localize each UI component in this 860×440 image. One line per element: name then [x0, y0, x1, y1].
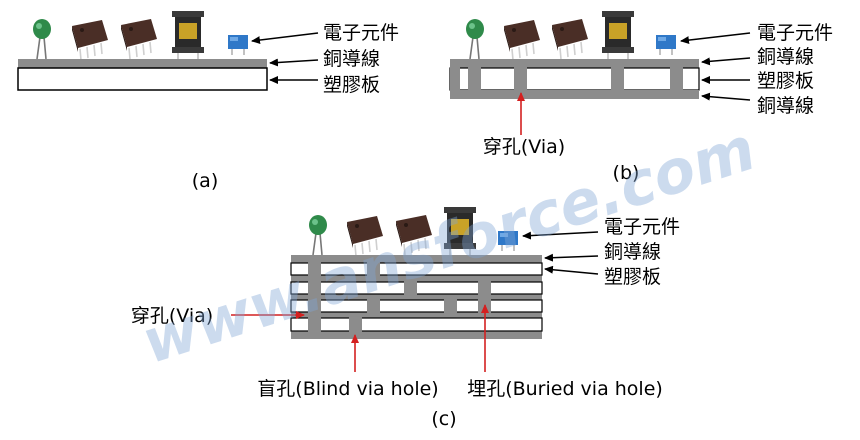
arrow — [544, 253, 599, 262]
label-via: 穿孔(Via) — [131, 305, 213, 327]
copper-trace-bottom — [450, 90, 699, 99]
copper-layer — [291, 294, 542, 300]
plastic-board — [290, 262, 543, 276]
capacitor-icon — [227, 34, 249, 56]
buried-via — [444, 299, 457, 313]
copper-layer — [291, 312, 542, 318]
ic-chip-icon — [503, 19, 541, 61]
copper-trace-layer — [18, 59, 267, 68]
arrow — [522, 231, 599, 240]
label-buried-via: 埋孔(Buried via hole) — [467, 378, 663, 400]
via-plug — [450, 67, 460, 91]
panel-b: 電子元件 銅導線 塑膠板 銅導線 穿孔(Via) (b) — [449, 10, 833, 184]
label-component: 電子元件 — [757, 22, 833, 44]
components-b — [465, 10, 677, 62]
label-plastic: 塑膠板 — [604, 266, 661, 288]
arrow — [251, 32, 319, 45]
transformer-icon — [171, 10, 205, 62]
vias-c — [308, 262, 491, 332]
varistor-icon — [465, 18, 485, 60]
components-a — [32, 10, 249, 62]
ic-chip-icon — [71, 19, 109, 61]
via-plug — [468, 67, 481, 91]
plastic-board — [449, 67, 700, 91]
panel-c: 電子元件 銅導線 塑膠板 穿孔(Via) 盲孔(Blind via hole) … — [131, 206, 680, 430]
panel-label-b: (b) — [613, 162, 640, 184]
panel-label-a: (a) — [192, 170, 218, 192]
panel-label-c: (c) — [431, 408, 456, 430]
label-copper: 銅導線 — [323, 48, 380, 70]
copper-layer — [291, 255, 542, 263]
label-blind-via: 盲孔(Blind via hole) — [257, 378, 438, 400]
arrow — [544, 265, 599, 275]
label-via: 穿孔(Via) — [483, 136, 565, 158]
plastic-board — [17, 67, 268, 91]
through-via — [308, 262, 321, 332]
vias-b — [450, 67, 683, 91]
buried-via — [404, 281, 417, 295]
via-plug — [514, 67, 527, 91]
blind-via — [349, 317, 362, 332]
arrow — [680, 32, 751, 45]
ic-chip-icon — [120, 18, 158, 60]
blind-via — [367, 262, 380, 276]
varistor-icon — [32, 18, 52, 60]
copper-layer — [291, 275, 542, 282]
label-copper: 銅導線 — [757, 95, 814, 117]
label-component: 電子元件 — [323, 22, 399, 44]
copper-layer — [291, 331, 542, 339]
via-plug — [670, 67, 683, 91]
arrow — [269, 58, 319, 67]
capacitor-icon — [655, 34, 677, 56]
copper-trace-top — [450, 59, 699, 68]
arrow — [701, 92, 751, 101]
label-copper: 銅導線 — [757, 46, 814, 68]
label-component: 電子元件 — [604, 216, 680, 238]
buried-via — [367, 299, 380, 313]
arrow — [701, 57, 751, 66]
label-copper: 銅導線 — [604, 241, 661, 263]
label-plastic: 塑膠板 — [323, 74, 380, 96]
copper-layers-c — [291, 255, 542, 339]
ic-chip-icon — [551, 18, 589, 60]
transformer-icon — [601, 10, 635, 62]
label-plastic: 塑膠板 — [757, 70, 814, 92]
panel-a: 電子元件 銅導線 塑膠板 (a) — [17, 10, 399, 192]
via-plug — [611, 67, 624, 91]
